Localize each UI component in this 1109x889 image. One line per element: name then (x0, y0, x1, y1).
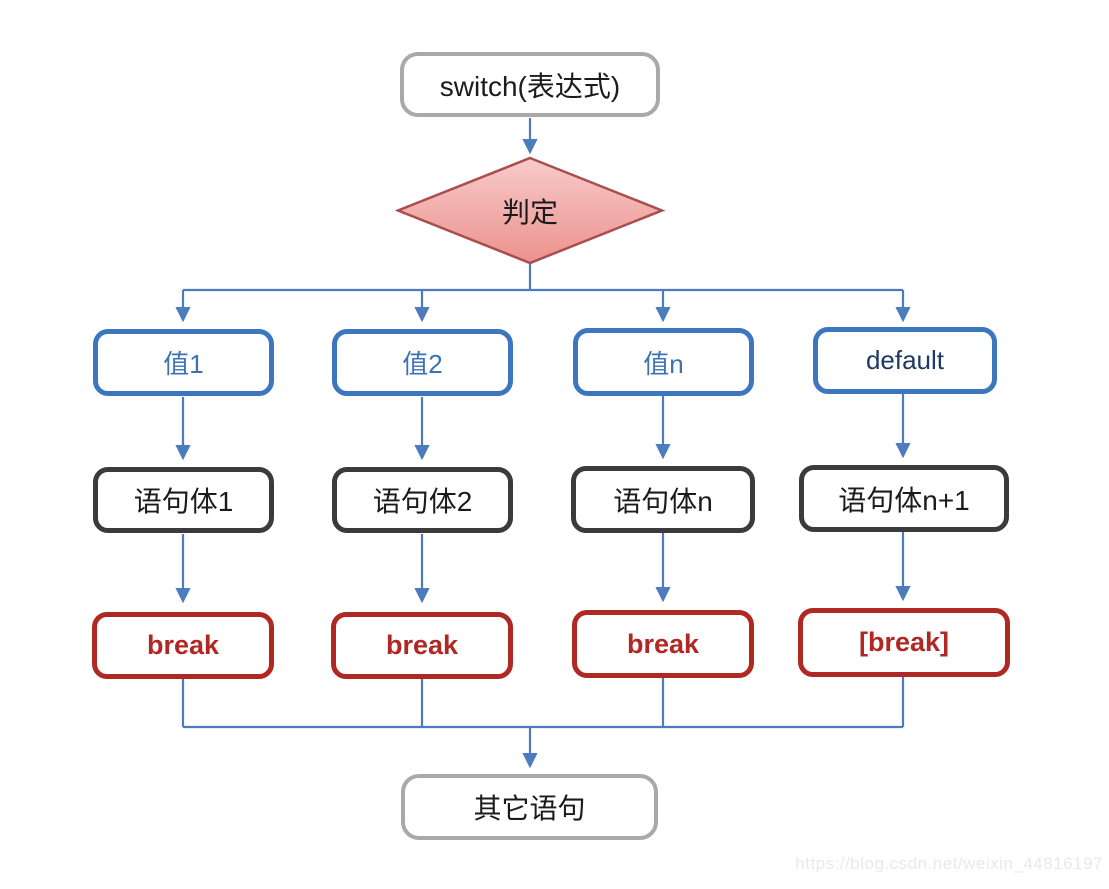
node-case-value1: 值1 (93, 329, 274, 396)
node-statement-n: 语句体n (571, 466, 755, 533)
node-break-2: break (331, 612, 513, 679)
csdn-watermark: https://blog.csdn.net/weixin_44816197 (795, 854, 1103, 873)
decision-diamond (394, 156, 666, 265)
node-case-value2: 值2 (332, 329, 513, 396)
node-break-optional: [break] (798, 608, 1010, 677)
node-statement-1: 语句体1 (93, 467, 274, 533)
node-case-valuen: 值n (573, 328, 754, 396)
node-switch-expression: switch(表达式) (400, 52, 660, 117)
node-case-default: default (813, 327, 997, 394)
node-break-3: break (572, 610, 754, 678)
node-break-1: break (92, 612, 274, 679)
node-other-statements: 其它语句 (401, 774, 658, 840)
node-statement-2: 语句体2 (332, 467, 513, 533)
node-statement-n1: 语句体n+1 (799, 465, 1009, 532)
decision-label: 判定 (501, 197, 558, 228)
